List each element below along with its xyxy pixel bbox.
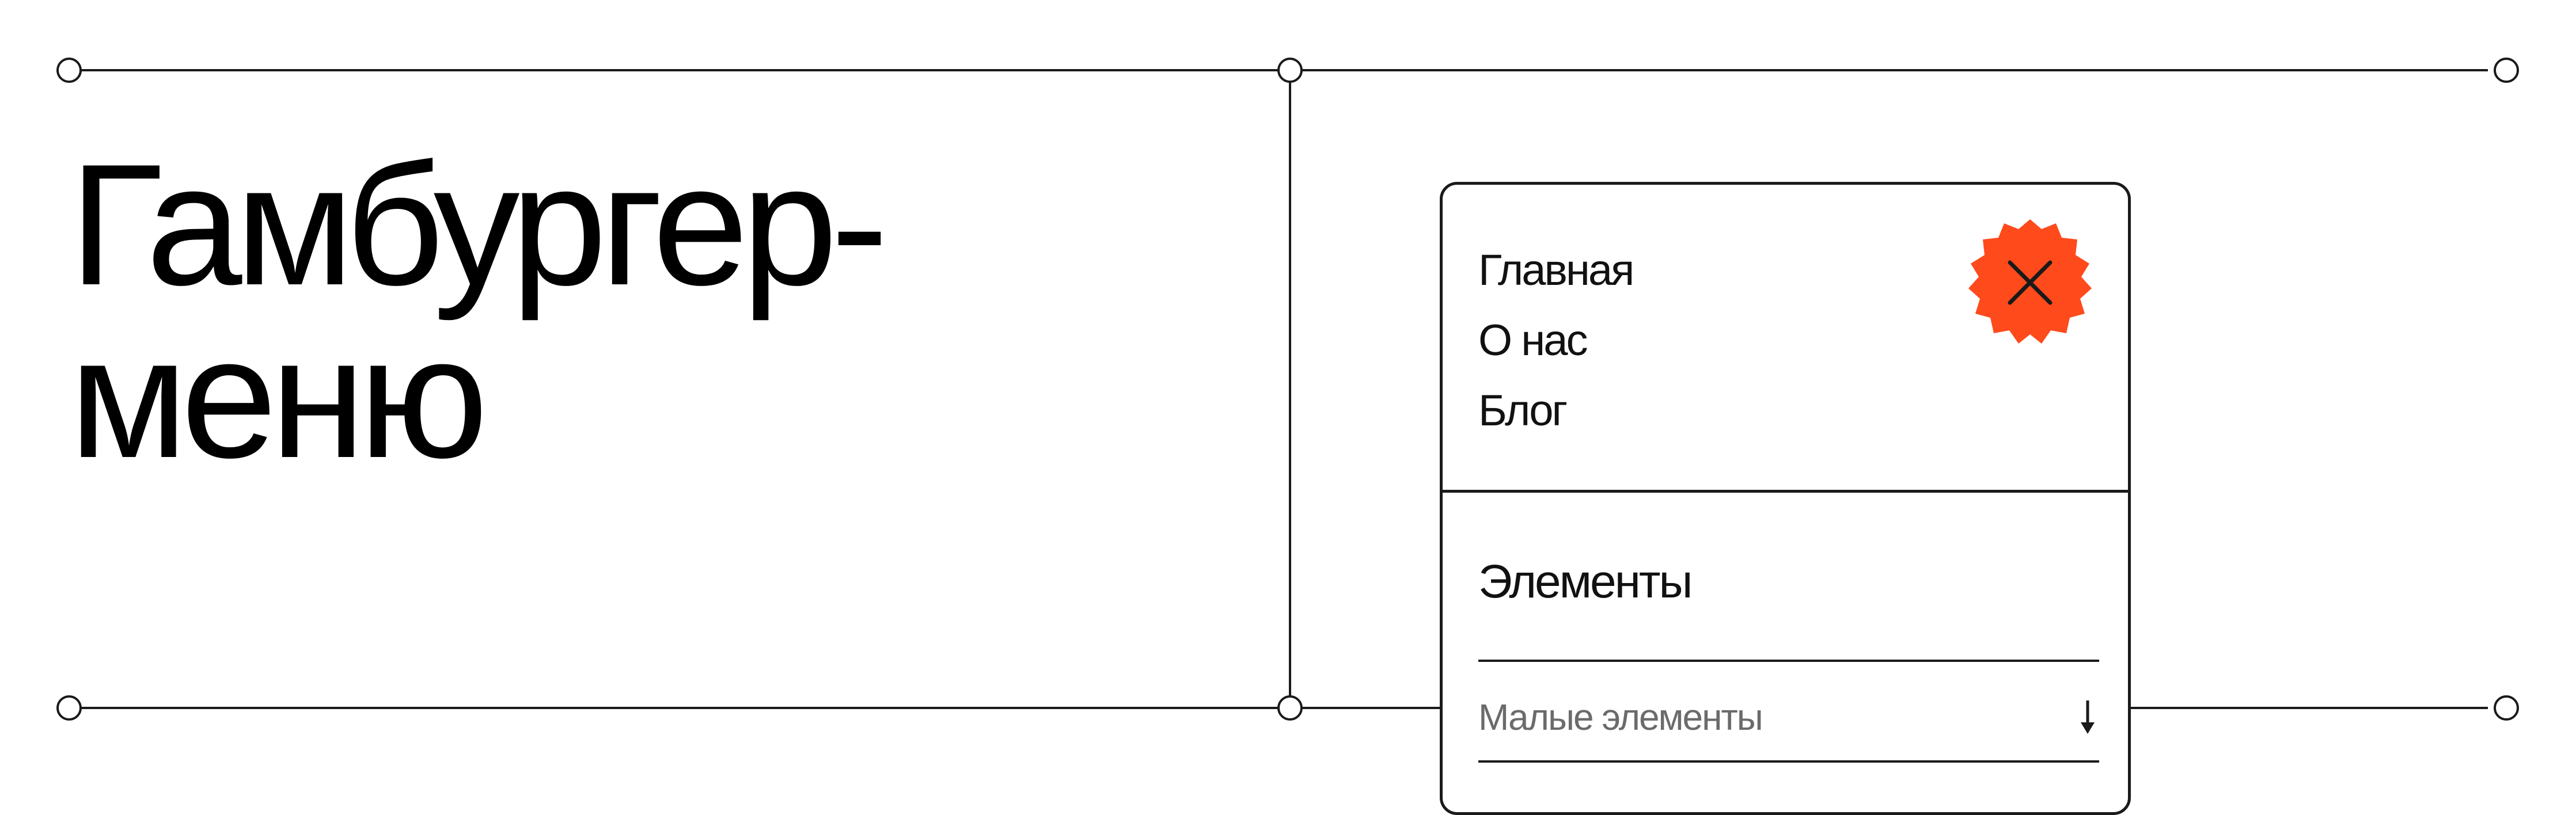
grid-node-top-center (1277, 58, 1303, 83)
page-title-line-2: меню (69, 300, 488, 494)
menu-link-blog[interactable]: Блог (1478, 386, 1568, 435)
submenu-divider-bottom (1478, 760, 2099, 763)
grid-node-top-right (2494, 58, 2519, 83)
menu-divider (1443, 490, 2128, 493)
menu-links-list: Главная О нас Блог (1478, 235, 1634, 446)
page-title: Гамбургер- меню (69, 128, 888, 494)
grid-node-bottom-left (56, 695, 82, 721)
grid-node-bottom-center (1277, 695, 1303, 721)
menu-section-elements[interactable]: Элементы (1478, 555, 1693, 608)
submenu-item-small-elements[interactable]: Малые элементы (1478, 685, 2099, 749)
page-title-line-1: Гамбургер- (69, 128, 888, 321)
menu-link-about[interactable]: О нас (1478, 316, 1588, 365)
submenu-divider-top (1478, 660, 2099, 662)
close-menu-button[interactable] (1964, 216, 2096, 349)
close-x-icon (1968, 219, 2092, 344)
grid-node-bottom-right (2494, 695, 2519, 721)
bottom-grid-line-left (81, 707, 1440, 709)
bottom-grid-line-right (2131, 707, 2488, 709)
submenu-item-label: Малые элементы (1478, 696, 1763, 738)
grid-node-top-left (56, 58, 82, 83)
hamburger-menu-panel: Главная О нас Блог Элементы Малые элемен… (1440, 182, 2131, 815)
close-x-stroke-2 (2008, 260, 2053, 305)
arrow-head (2081, 722, 2095, 734)
center-grid-line (1289, 69, 1291, 708)
menu-link-home[interactable]: Главная (1478, 246, 1634, 295)
arrow-down-icon (2081, 700, 2095, 734)
